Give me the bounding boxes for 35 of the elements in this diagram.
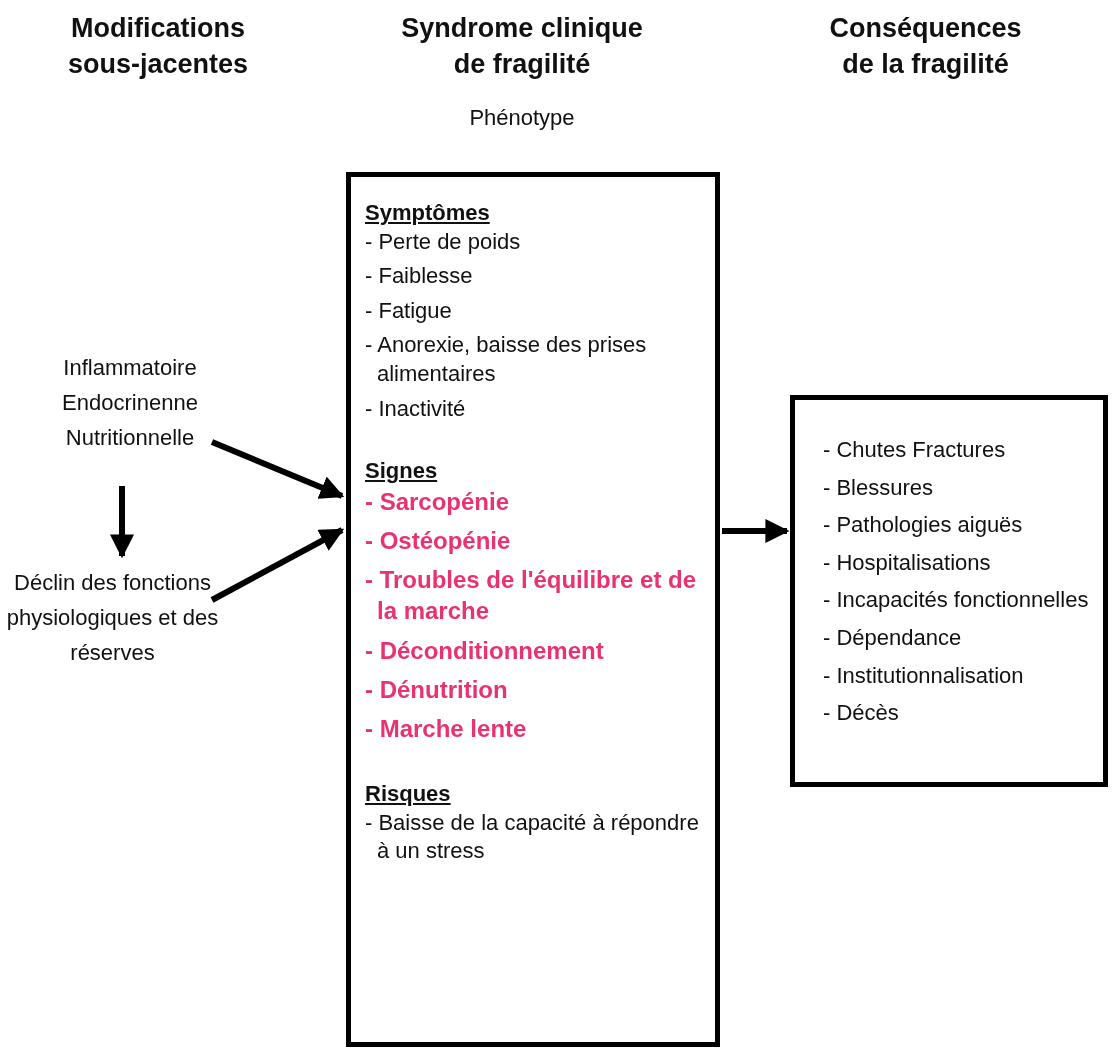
list-item: - Faiblesse [365, 262, 474, 291]
list-item: - Dépendance [823, 623, 963, 652]
list-item: - Baisse de la capacité à répondre à un stress [365, 808, 700, 866]
column-heading: Modifications sous-jacentes [66, 12, 250, 82]
list-box [346, 172, 720, 1047]
list-item: - Décès [823, 699, 900, 728]
section-heading: Signes [365, 457, 439, 486]
section-heading: Risques [365, 780, 452, 809]
list-item: - Marche lente [365, 713, 528, 744]
list-box [790, 395, 1108, 787]
list-item: - Inactivité [365, 394, 467, 423]
list-item: - Incapacités fonctionnelles [823, 586, 1090, 615]
list-item: - Perte de poids [365, 227, 522, 256]
column-subheading: Phénotype [468, 104, 576, 132]
arrow [210, 527, 345, 603]
list-item: - Fatigue [365, 296, 453, 325]
list-item: - Ostéopénie [365, 525, 512, 556]
factor-text: Inflammatoire Endocrinenne Nutritionnelle [61, 354, 199, 453]
list-item: - Hospitalisations [823, 548, 992, 577]
list-item: - Dénutrition [365, 674, 509, 705]
list-item: - Sarcopénie [365, 486, 511, 517]
list-item: - Troubles de l'équilibre et de la marche [365, 565, 698, 627]
arrow [110, 486, 134, 559]
section-heading: Symptômes [365, 199, 491, 227]
list-item: - Anorexie, baisse des prises alimentaires [365, 331, 648, 388]
factor-text: Déclin des fonctions physiologiques et des réserves [5, 569, 220, 668]
column-heading: Conséquences de la fragilité [828, 12, 1023, 82]
list-item: - Institutionnalisation [823, 661, 1025, 690]
arrow [210, 439, 345, 499]
list-item: - Chutes Fractures [823, 436, 1007, 464]
column-heading: Syndrome clinique de fragilité [400, 12, 644, 82]
list-item: - Pathologies aiguës [823, 511, 1024, 540]
list-item: - Déconditionnement [365, 635, 605, 666]
list-item: - Blessures [823, 473, 935, 502]
arrow [722, 519, 790, 543]
